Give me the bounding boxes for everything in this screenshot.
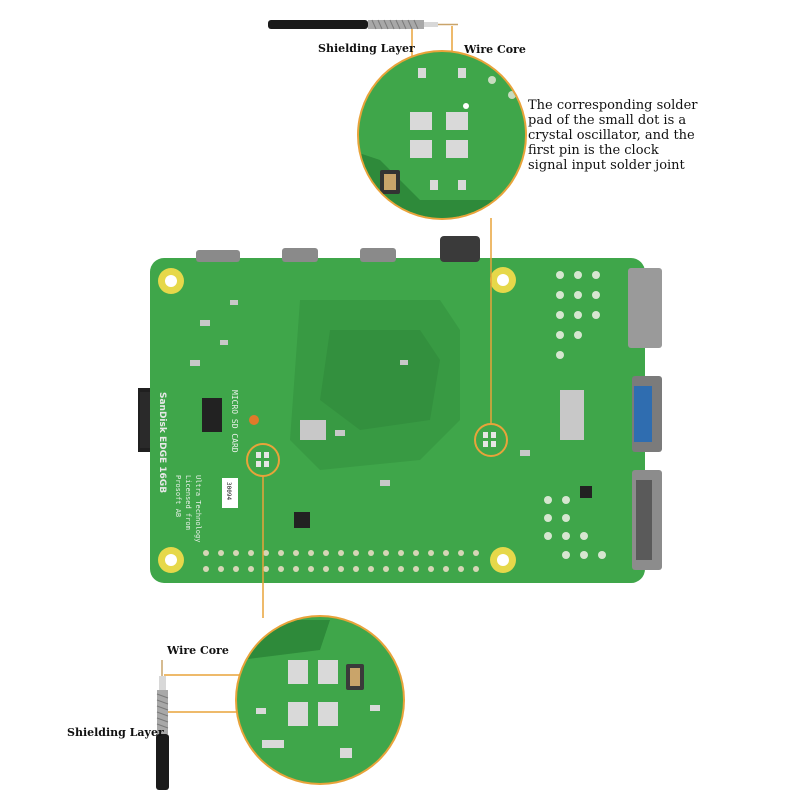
top-pad-core (446, 112, 468, 130)
top-cable-shield (368, 20, 424, 29)
status-led (249, 415, 259, 425)
micro-hdmi-2 (360, 248, 396, 262)
raspberry-pi-board (138, 236, 662, 583)
sd-card-brand: SanDisk EDGE 16GB (157, 392, 167, 493)
note-line-3: crystal oscillator, and the (528, 128, 695, 143)
top-pad-shield (410, 112, 432, 130)
top-cable-dielectric (424, 22, 438, 27)
ethernet-port (628, 268, 662, 348)
note-line-4: first pin is the clock (528, 143, 659, 158)
bottom-pad-shield (288, 702, 308, 726)
usb-c-port (196, 250, 240, 262)
gpio-header (203, 550, 479, 572)
bottom-coax-cable (156, 660, 169, 790)
licence-line-2: Licensed from (184, 475, 192, 530)
top-magnifier (357, 50, 527, 220)
micro-sd-silkscreen: MICRO SD CARD (230, 390, 239, 453)
note-line-1: The corresponding solder (528, 98, 698, 113)
licence-line-1: Ultra Technology (194, 475, 202, 542)
top-coax-cable (268, 19, 458, 30)
top-cable-jacket (268, 20, 368, 29)
sd-slot (202, 398, 222, 432)
crystal-note: The corresponding solder pad of the smal… (528, 98, 753, 173)
note-line-2: pad of the small dot is a (528, 113, 687, 128)
bottom-shielding-label: Shielding Layer (67, 726, 164, 739)
qr-label (222, 478, 238, 508)
licence-line-3: Prosoft AB (174, 475, 182, 517)
bottom-core-label: Wire Core (167, 644, 229, 657)
top-core-label: Wire Core (464, 43, 526, 56)
bottom-magnifier (235, 615, 405, 785)
micro-hdmi-1 (282, 248, 318, 262)
note-line-5: signal input solder joint (528, 158, 685, 173)
crystal-dot (463, 103, 469, 109)
audio-jack (440, 236, 480, 262)
top-shielding-label: Shielding Layer (318, 42, 415, 55)
bottom-pad-core (288, 660, 308, 684)
qr-text: 30094 (225, 482, 232, 500)
